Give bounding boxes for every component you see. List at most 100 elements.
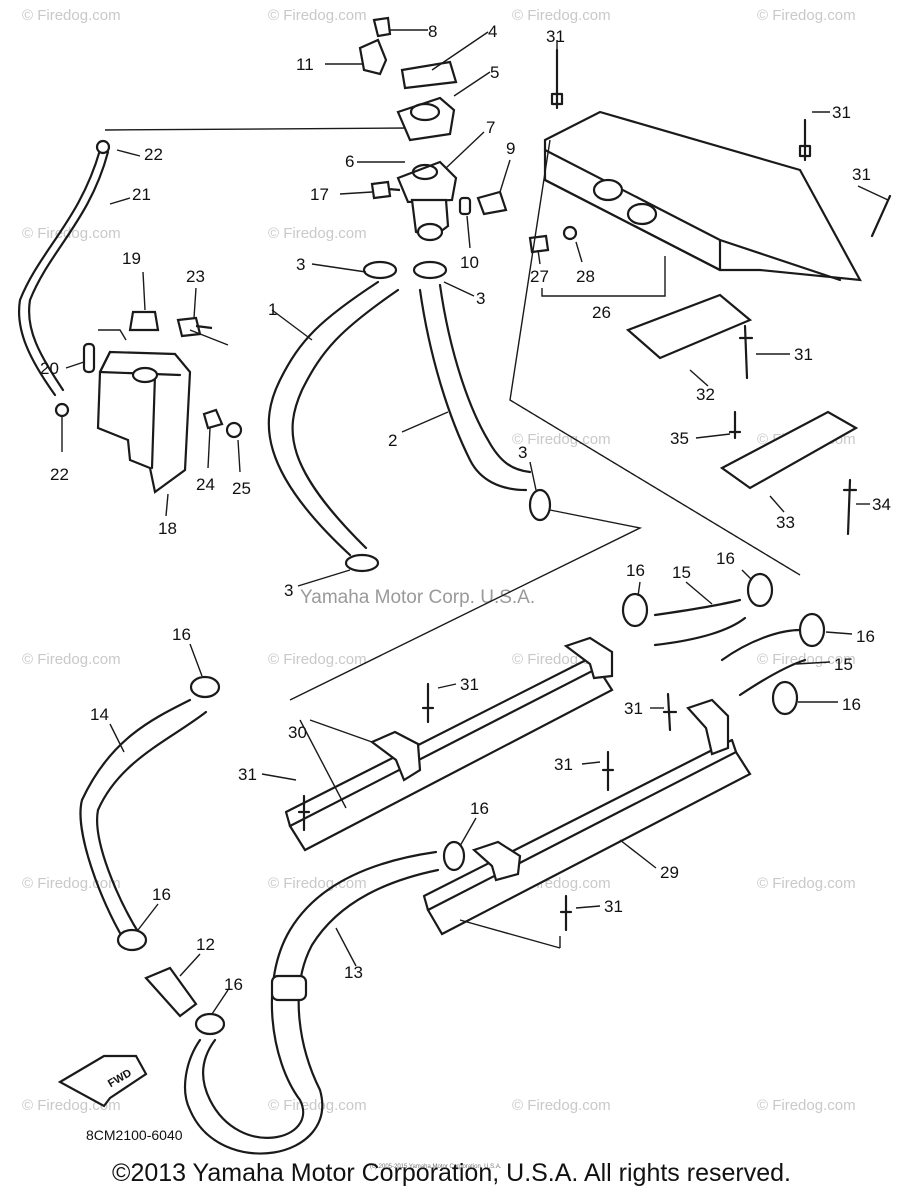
leader: [271, 309, 313, 341]
watermark: © Firedog.com: [22, 7, 121, 24]
bolt-8: [372, 16, 392, 38]
leader: [299, 719, 347, 809]
watermark: © Firedog.com: [757, 7, 856, 24]
callout-31: 31: [604, 897, 623, 916]
leader: [443, 281, 475, 297]
clip-22-bottom: [54, 402, 70, 418]
callout-15: 15: [672, 563, 691, 582]
clip-22-top: [95, 139, 111, 155]
hose-1-edge: [291, 288, 400, 550]
callout-19: 19: [122, 249, 141, 268]
leader: [165, 493, 169, 517]
leader: [109, 723, 125, 753]
watermark: © Firedog.com: [22, 875, 121, 892]
washer-28: [562, 225, 578, 241]
callout-layer: 1 2 3 3 3 3 4 5 6 7 8 9 10 11 12 13 14 1…: [40, 22, 891, 994]
leader: [857, 185, 889, 201]
thermostat-cover-6: [396, 160, 458, 204]
heat-exchanger-30: [288, 666, 614, 852]
callout-16: 16: [626, 561, 645, 580]
watermark: © Firedog.com: [268, 651, 367, 668]
hose-14: [79, 698, 192, 942]
leader: [453, 71, 491, 97]
callout-28: 28: [576, 267, 595, 286]
leader: [741, 569, 753, 581]
bracket-11: [358, 38, 388, 76]
heat-exchanger-29-top: [422, 738, 738, 912]
watermark: © Firedog.com: [512, 431, 611, 448]
tank-cap-19: [128, 310, 160, 332]
callout-9: 9: [506, 139, 515, 158]
callout-18: 18: [158, 519, 177, 538]
watermark: © Firedog.com: [22, 651, 121, 668]
callout-16: 16: [842, 695, 861, 714]
hose-15b: [720, 628, 802, 662]
callout-15: 15: [834, 655, 853, 674]
micro-credit: (c) 2005-2015 Yamaha Motor Corporation, …: [370, 1164, 502, 1170]
leader: [619, 839, 657, 869]
bolt-35: [728, 410, 742, 440]
bolt-34: [842, 478, 858, 536]
reference-line: [289, 509, 643, 701]
leader: [581, 761, 601, 765]
leader: [109, 197, 131, 205]
leader: [431, 31, 489, 71]
clamp-3c: [344, 553, 380, 573]
clamp-16h: [442, 840, 466, 872]
callout-3: 3: [284, 581, 293, 600]
callout-31: 31: [554, 755, 573, 774]
leader: [575, 241, 583, 263]
bolt-17: [370, 180, 401, 200]
callout-16: 16: [224, 975, 243, 994]
leader: [211, 989, 229, 1015]
housing-5-neck: [409, 102, 441, 122]
callout-35: 35: [670, 429, 689, 448]
watermark: © Firedog.com: [268, 875, 367, 892]
watermark: © Firedog.com: [512, 7, 611, 24]
hose-15a-edge: [653, 616, 747, 647]
clamp-16f: [116, 928, 148, 952]
hose-1: [267, 280, 380, 557]
callout-31: 31: [546, 27, 565, 46]
parts-artwork: FWD (c) 2005-2015 Yamaha Motor Corporati…: [18, 16, 892, 1170]
callout-5: 5: [490, 63, 499, 82]
elbow-29b: [686, 698, 730, 756]
leader: [401, 411, 449, 433]
callout-10: 10: [460, 253, 479, 272]
sensor-9: [476, 190, 508, 216]
leader: [142, 271, 146, 311]
callout-21: 21: [132, 185, 151, 204]
hose-20: [82, 342, 96, 374]
bolt-31: [550, 48, 564, 110]
heat-exchanger-29: [426, 750, 752, 936]
bracket-33: [719, 410, 859, 490]
callout-33: 33: [776, 513, 795, 532]
reference-line: [104, 127, 411, 131]
callout-16: 16: [716, 549, 735, 568]
leader: [98, 329, 229, 346]
reference-line: [509, 139, 801, 576]
bracket-line-26: [541, 256, 666, 297]
leader: [261, 773, 297, 781]
breather-hose-21-edge: [28, 150, 110, 392]
callout-32: 32: [696, 385, 715, 404]
hose-2: [418, 288, 528, 492]
cooler-port-a: [592, 178, 624, 202]
clamp-3a: [362, 260, 398, 280]
callout-29: 29: [660, 863, 679, 882]
callout-17: 17: [310, 185, 329, 204]
callout-31: 31: [794, 345, 813, 364]
callout-11: 11: [296, 55, 314, 74]
callout-22: 22: [50, 465, 69, 484]
watermark: © Firedog.com: [268, 7, 367, 24]
clamp-3b: [412, 260, 448, 280]
callout-1: 1: [268, 300, 277, 319]
callout-3: 3: [518, 443, 527, 462]
elbow-30b: [563, 636, 614, 680]
reservoir-tank-18: [96, 350, 192, 494]
callout-23: 23: [186, 267, 205, 286]
leader: [137, 903, 159, 931]
clamp-16b: [746, 572, 774, 608]
callout-3: 3: [296, 255, 305, 274]
leader: [575, 905, 601, 909]
